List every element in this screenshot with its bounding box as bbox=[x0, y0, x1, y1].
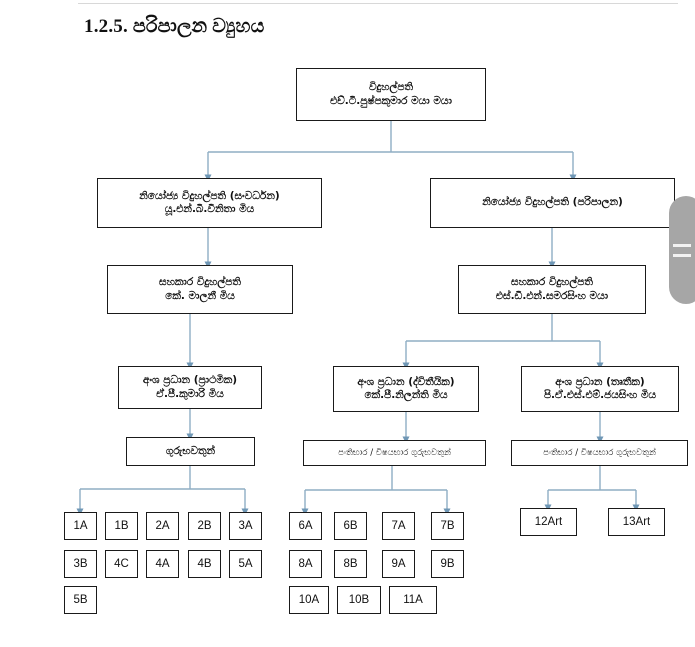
node-deputy-development-name: යූ.එන්.බී.වීනිතා මිය bbox=[164, 203, 255, 215]
node-section-tertiary-name: පි.ඒ.එස්.එම්.ජයසිංහ මිය bbox=[543, 389, 657, 401]
class-chip[interactable]: 7B bbox=[431, 512, 464, 540]
node-assistant-right-title: සහකාර විදුහල්පති bbox=[511, 276, 593, 289]
node-section-secondary-title: අංශ ප්‍රධාන (ද්විතීයික) bbox=[357, 375, 455, 388]
class-chip[interactable]: 9B bbox=[431, 550, 464, 578]
node-section-primary-title: අංශ ප්‍රධාන (ප්‍රාථමික) bbox=[142, 374, 238, 387]
class-chip[interactable]: 6B bbox=[334, 512, 367, 540]
page-title: 1.2.5. පරිපාලන ව්‍යුහය bbox=[84, 16, 265, 37]
class-chip[interactable]: 1A bbox=[64, 512, 97, 540]
page-top-rule bbox=[78, 3, 678, 4]
node-section-head-tertiary[interactable]: අංශ ප්‍රධාන (තෘතීක) පි.ඒ.එස්.එම්.ජයසිංහ … bbox=[521, 366, 679, 412]
class-chip[interactable]: 3B bbox=[64, 550, 97, 578]
node-teachers-tertiary[interactable]: පංතිභාර / විෂයභාර ගුරුභවතුන් bbox=[511, 440, 688, 466]
class-chip[interactable]: 3A bbox=[229, 512, 262, 540]
class-chip[interactable]: 12Art bbox=[520, 508, 577, 536]
node-section-head-primary[interactable]: අංශ ප්‍රධාන (ප්‍රාථමික) ඒ.පී.කුමාරි මිය bbox=[118, 366, 262, 409]
class-chip[interactable]: 4B bbox=[188, 550, 221, 578]
node-section-primary-name: ඒ.පී.කුමාරි මිය bbox=[156, 387, 224, 400]
node-section-head-secondary[interactable]: අංශ ප්‍රධාන (ද්විතීයික) කේ.පී.නිලන්ති මි… bbox=[333, 366, 479, 412]
node-deputy-development[interactable]: නියෝජ්‍ය විදුහල්පති (සංවර්ධන) යූ.එන්.බී.… bbox=[97, 178, 322, 228]
scroll-drag-handle[interactable] bbox=[669, 196, 695, 304]
node-assistant-left-title: සහකාර විදුහල්පති bbox=[159, 276, 241, 289]
node-principal-title: විදුහල්පති bbox=[368, 81, 414, 94]
node-teachers-primary-label: ගුරුභවතුන් bbox=[165, 444, 216, 457]
class-chip[interactable]: 10A bbox=[289, 586, 329, 614]
class-chip[interactable]: 10B bbox=[337, 586, 381, 614]
handle-grip-line-top bbox=[673, 244, 691, 247]
class-chip[interactable]: 4C bbox=[105, 550, 138, 578]
class-chip[interactable]: 9A bbox=[382, 550, 415, 578]
class-chip[interactable]: 2B bbox=[188, 512, 221, 540]
handle-grip-line-bottom bbox=[673, 254, 691, 257]
node-section-tertiary-title: අංශ ප්‍රධාන (තෘතීක) bbox=[555, 375, 645, 388]
node-teachers-tertiary-label: පංතිභාර / විෂයභාර ගුරුභවතුන් bbox=[543, 447, 656, 458]
class-chip[interactable]: 5B bbox=[64, 586, 97, 614]
node-deputy-admin[interactable]: නියෝජ්‍ය විදුහල්පති (පරිපාලන) bbox=[430, 178, 675, 228]
node-principal-name: එච්.ටී.පුෂ්පකුමාර මයා මයා bbox=[330, 94, 452, 107]
class-chip[interactable]: 6A bbox=[289, 512, 322, 540]
node-assistant-right-name: එස්.ඩී.එන්.සමරසිංහ මයා bbox=[495, 289, 609, 302]
class-chip[interactable]: 8B bbox=[334, 550, 367, 578]
node-assistant-principal-right[interactable]: සහකාර විදුහල්පති එස්.ඩී.එන්.සමරසිංහ මයා bbox=[458, 265, 646, 314]
node-teachers-primary[interactable]: ගුරුභවතුන් bbox=[126, 437, 255, 466]
class-chip[interactable]: 2A bbox=[146, 512, 179, 540]
class-chip[interactable]: 8A bbox=[289, 550, 322, 578]
class-chip[interactable]: 5A bbox=[229, 550, 262, 578]
class-chip[interactable]: 4A bbox=[146, 550, 179, 578]
class-chip[interactable]: 7A bbox=[382, 512, 415, 540]
node-deputy-admin-title: නියෝජ්‍ය විදුහල්පති (පරිපාලන) bbox=[482, 196, 623, 209]
node-deputy-development-title: නියෝජ්‍ය විදුහල්පති (සංවර්ධන) bbox=[139, 189, 280, 202]
class-chip[interactable]: 13Art bbox=[608, 508, 665, 536]
node-teachers-secondary[interactable]: පංතිභාර / විෂයභාර ගුරුභවතුන් bbox=[303, 440, 486, 466]
class-chip[interactable]: 1B bbox=[105, 512, 138, 540]
node-teachers-secondary-label: පංතිභාර / විෂයභාර ගුරුභවතුන් bbox=[338, 447, 451, 458]
node-section-secondary-name: කේ.පී.නිලන්ති මිය bbox=[364, 389, 448, 401]
class-chip[interactable]: 11A bbox=[389, 586, 437, 614]
node-principal[interactable]: විදුහල්පති එච්.ටී.පුෂ්පකුමාර මයා මයා bbox=[296, 68, 486, 121]
node-assistant-left-name: කේ. මාලනී මිය bbox=[165, 289, 235, 302]
node-assistant-principal-left[interactable]: සහකාර විදුහල්පති කේ. මාලනී මිය bbox=[107, 265, 293, 314]
